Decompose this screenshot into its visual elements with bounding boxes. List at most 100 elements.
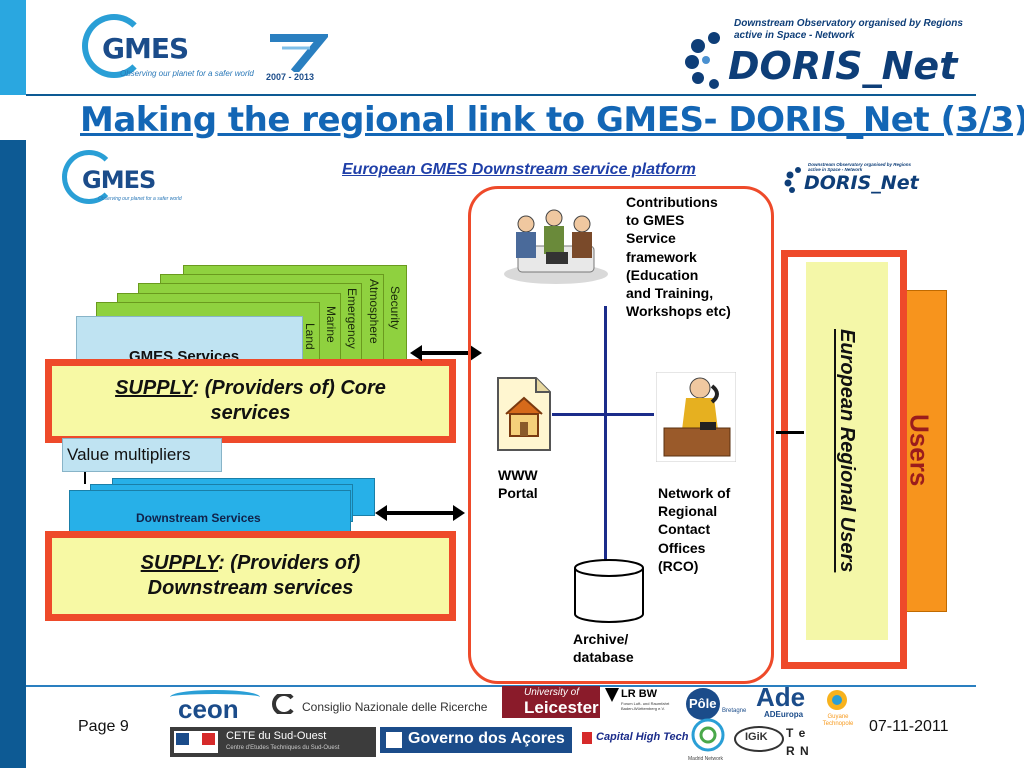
capital-high-tech-word: Capital High Tech	[596, 731, 689, 743]
page-title: Making the regional link to GMES- DORIS_…	[80, 100, 1024, 140]
users-label-wrap: Users	[893, 290, 945, 610]
value-multipliers-box: Value multipliers	[62, 438, 222, 472]
www-portal-house-icon	[497, 377, 551, 451]
downstream-services-box: Downstream Services	[69, 490, 351, 532]
left-accent-bar-bottom	[0, 140, 26, 768]
users-label: Users	[904, 413, 935, 487]
european-regional-users-label-wrap: European Regional Users	[806, 262, 888, 640]
capital-high-tech-logo: Capital High Tech	[582, 726, 689, 752]
page-number: Page 9	[78, 718, 129, 735]
leicester-logo: University of Leicester	[502, 686, 600, 718]
service-card-security-label: Security	[388, 286, 402, 330]
doris-subtitle-2: active in Space - Network	[734, 30, 855, 41]
ade-logo: Ade ADEuropa	[754, 682, 810, 720]
core-double-arrow	[410, 345, 482, 361]
leicester-word: Leicester	[524, 698, 599, 717]
supply-core-prefix: SUPPLY	[115, 377, 193, 399]
acores-logo: Governo dos Açores	[380, 727, 572, 753]
ceon-word: ceon	[178, 694, 239, 724]
service-card-land-label: Land	[303, 323, 317, 350]
supply-downstream-line2: Downstream services	[147, 577, 354, 599]
supply-downstream-line1: : (Providers of)	[218, 552, 361, 574]
inner-gmes-word: GMES	[82, 166, 156, 194]
service-card-atmosphere-label: Atmosphere	[367, 279, 381, 344]
service-card-emergency-label: Emergency	[345, 288, 359, 349]
madrid-network-logo: Madrid Network	[688, 718, 728, 766]
inner-doris-subtitle-2: active in Space - Network	[808, 167, 863, 173]
tern-logo: T e R N	[786, 726, 809, 758]
inner-gmes-ring-icon	[62, 150, 116, 204]
value-multipliers-label: Value multipliers	[67, 445, 191, 464]
gmes-tagline: Observing our planet for a safer world	[120, 69, 254, 78]
cnr-text: Consiglio Nazionale delle Ricerche	[302, 700, 488, 714]
pole-mer-word: Pôle Mer	[689, 696, 744, 711]
inner-gmes-tagline: Observing our planet for a safer world	[98, 196, 182, 202]
archive-database-icon	[574, 559, 644, 623]
igik-logo: IGiK	[734, 726, 784, 752]
acores-word: Governo dos Açores	[408, 730, 565, 747]
users-connector	[776, 431, 804, 434]
supply-core-line2: services	[210, 402, 291, 424]
cete-logo: CETE du Sud-Ouest Centre d'Etudes Techni…	[170, 727, 376, 757]
platform-box	[468, 186, 774, 684]
cete-sub: Centre d'Etudes Techniques du Sud-Ouest	[226, 745, 340, 751]
www-portal-label: WWW Portal	[498, 467, 538, 502]
igik-word: IGiK	[745, 731, 768, 743]
doris-logo-word: DORIS_Net	[728, 44, 958, 88]
connector-horizontal	[552, 413, 654, 416]
phone-operator-icon	[656, 372, 736, 462]
ade-word: Ade	[756, 682, 806, 712]
inner-doris-logo: Downstream Observatory organised by Regi…	[784, 160, 934, 198]
connector-vertical	[604, 306, 607, 568]
madrid-network-icon	[691, 718, 725, 752]
doris-subtitle-1: Downstream Observatory organised by Regi…	[734, 18, 963, 29]
ceon-logo: ceon	[170, 688, 266, 724]
pole-mer-logo: Pôle Mer Bretagne	[686, 688, 750, 720]
doris-dots-icon	[685, 32, 720, 89]
supply-core-box: SUPPLY: (Providers of) Core services	[45, 359, 456, 443]
guyane-sun-icon	[827, 690, 847, 710]
lrbw-icon	[605, 688, 619, 702]
downstream-double-arrow	[375, 505, 465, 521]
leicester-top: University of	[524, 687, 580, 698]
downstream-services-label: Downstream Services	[136, 511, 261, 525]
european-regional-users-label: European Regional Users	[836, 329, 858, 573]
doris-net-logo: Downstream Observatory organised by Regi…	[684, 16, 994, 92]
fp7-logo: 2007 - 2013	[264, 32, 334, 84]
inner-doris-word: DORIS_Net	[804, 172, 919, 194]
left-accent-bar-top	[0, 0, 26, 95]
ade-sub: ADEuropa	[764, 710, 804, 719]
header-rule	[26, 94, 976, 96]
inner-doris-subtitle-1: Downstream Observatory organised by Regi…	[808, 162, 912, 167]
gmes-logo: GMES Observing our planet for a safer wo…	[82, 14, 262, 84]
madrid-network-text: Madrid Network	[688, 756, 724, 762]
gmes-logo-word: GMES	[102, 32, 189, 65]
cnr-logo: Consiglio Nazionale delle Ricerche	[272, 692, 487, 719]
service-card-marine-label: Marine	[324, 306, 338, 343]
inner-doris-dots-icon	[784, 167, 801, 193]
meeting-people-icon	[504, 209, 608, 284]
supply-downstream-box: SUPPLY: (Providers of) Downstream service…	[45, 531, 456, 621]
footer-rule	[26, 685, 976, 687]
guyane-text: Guyane Technopole	[822, 714, 854, 727]
supply-core-line1: : (Providers of) Core	[192, 377, 386, 399]
lrbw-sub: Forum Luft- und Raumfahrt Baden-Württemb…	[621, 701, 670, 711]
cnr-icon	[272, 692, 294, 716]
inner-gmes-logo: GMES Observing our planet for a safer wo…	[62, 150, 202, 210]
archive-label: Archive/ database	[573, 631, 634, 666]
footer-date: 07-11-2011	[869, 718, 949, 735]
fp7-years: 2007 - 2013	[266, 72, 315, 82]
rco-label: Network of Regional Contact Offices (RCO…	[658, 485, 731, 574]
fp7-seven-icon	[270, 34, 331, 75]
cete-word: CETE du Sud-Ouest	[226, 730, 327, 742]
lrbw-word: LR BW	[621, 688, 658, 700]
supply-downstream-prefix: SUPPLY	[140, 552, 219, 574]
pole-mer-sub: Bretagne	[722, 708, 747, 714]
gmes-ring-icon	[82, 14, 146, 78]
european-regional-users-box	[806, 262, 888, 640]
down-arrow-shaft	[84, 472, 86, 484]
contributions-text: Contributions to GMES Service framework …	[626, 194, 731, 320]
lrbw-logo: LR BW Forum Luft- und Raumfahrt Baden-Wü…	[605, 688, 683, 720]
guyane-logo: Guyane Technopole	[814, 686, 862, 730]
platform-label: European GMES Downstream service platfor…	[342, 161, 696, 178]
